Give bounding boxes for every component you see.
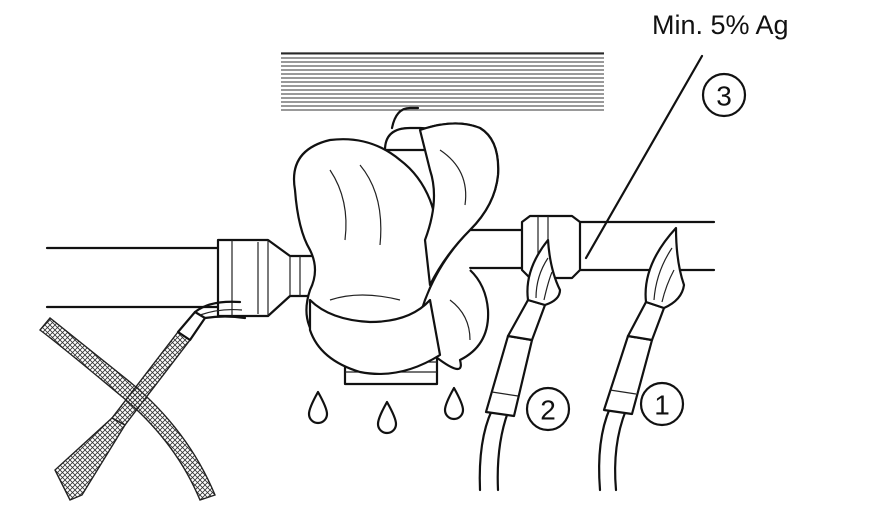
left-joint-fitting — [216, 238, 320, 318]
water-drop — [307, 390, 329, 425]
step-number-1: 1 — [654, 390, 670, 421]
silver-content-note: Min. 5% Ag — [652, 10, 789, 40]
torch-2 — [478, 238, 562, 492]
heat-exchanger-fins — [281, 52, 604, 113]
pipe-left — [45, 246, 220, 309]
water-drop — [376, 400, 398, 435]
step-marker-1: 1 — [639, 381, 685, 427]
wet-cloth — [292, 122, 500, 375]
water-droplets — [307, 386, 465, 435]
leader-line — [584, 54, 704, 260]
step-marker-3: 3 — [701, 72, 747, 118]
step-number-3: 3 — [716, 81, 732, 112]
step-marker-2: 2 — [525, 386, 571, 432]
torch-1 — [598, 226, 686, 492]
water-drop — [443, 386, 465, 421]
step-number-2: 2 — [540, 395, 556, 426]
incorrect-torch-crossed-out — [38, 300, 247, 501]
pipe-right — [468, 220, 716, 272]
